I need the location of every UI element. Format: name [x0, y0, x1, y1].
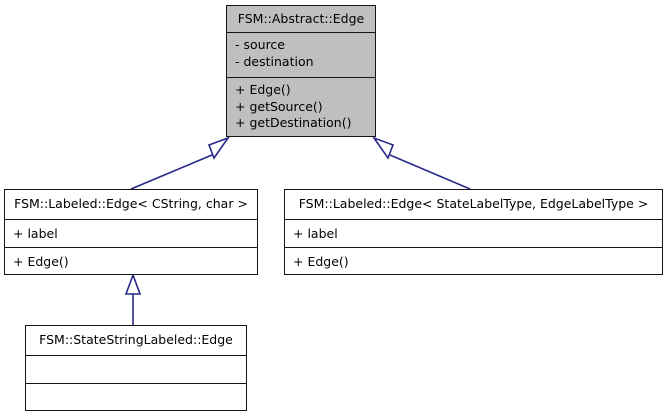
inheritance-arrow-left-to-root — [130, 136, 231, 190]
class-operations-compartment — [26, 383, 246, 410]
operation-row: + getSource() — [235, 98, 323, 114]
class-name-compartment: FSM::StateStringLabeled::Edge — [26, 326, 246, 355]
class-operations-compartment: + Edge() — [5, 247, 257, 274]
attribute-row: - destination — [235, 53, 314, 69]
class-name-compartment: FSM::Labeled::Edge< StateLabelType, Edge… — [285, 190, 662, 219]
operation-row: + Edge() — [13, 254, 69, 269]
class-title: FSM::StateStringLabeled::Edge — [39, 332, 233, 347]
class-box-fsm-statestringlabeled-edge[interactable]: FSM::StateStringLabeled::Edge — [25, 325, 247, 411]
attribute-row: + label — [293, 226, 338, 241]
attribute-row: - source — [235, 37, 285, 52]
operation-row: + getDestination() — [235, 115, 352, 130]
class-title: FSM::Abstract::Edge — [237, 11, 365, 26]
class-title: FSM::Labeled::Edge< StateLabelType, Edge… — [298, 196, 649, 211]
class-name-compartment: FSM::Labeled::Edge< CString, char > — [5, 190, 257, 219]
class-operations-compartment: + Edge() — [285, 247, 662, 274]
inheritance-arrow-leaf-to-left — [124, 272, 142, 325]
class-box-fsm-abstract-edge[interactable]: FSM::Abstract::Edge - source - destinati… — [226, 5, 376, 137]
inheritance-arrow-right-to-root — [371, 136, 471, 190]
class-attributes-compartment: + label — [5, 219, 257, 247]
attribute-row: + label — [13, 226, 58, 241]
class-attributes-compartment: + label — [285, 219, 662, 247]
class-operations-compartment: + Edge() + getSource() + getDestination(… — [227, 77, 375, 136]
class-name-compartment: FSM::Abstract::Edge — [227, 6, 375, 32]
class-attributes-compartment — [26, 355, 246, 383]
class-box-fsm-labeled-edge-statelabeltype-edgelabeltype[interactable]: FSM::Labeled::Edge< StateLabelType, Edge… — [284, 189, 663, 275]
operation-row: + Edge() — [235, 82, 291, 97]
operation-row: + Edge() — [293, 254, 349, 269]
class-attributes-compartment: - source - destination — [227, 32, 375, 77]
class-box-fsm-labeled-edge-cstring-char[interactable]: FSM::Labeled::Edge< CString, char > + la… — [4, 189, 258, 275]
class-title: FSM::Labeled::Edge< CString, char > — [14, 196, 248, 211]
